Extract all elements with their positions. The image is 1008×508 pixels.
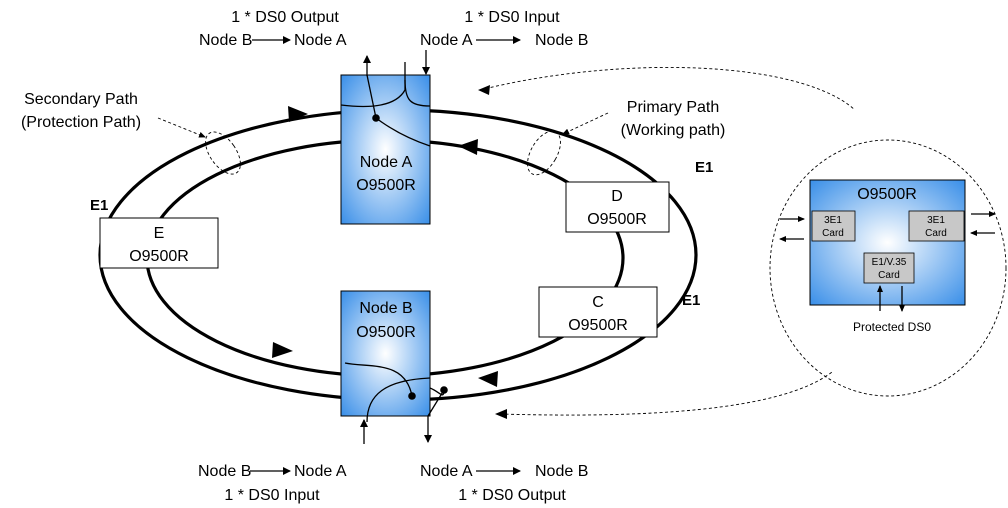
detail-card-bottom-line1: E1/V.35 [872, 257, 907, 268]
bottom-right-from: Node A [420, 463, 473, 480]
detail-callout-bottom-arrow [495, 409, 507, 419]
node-a: Node A O9500R [340, 74, 431, 225]
detail-card-right-line1: 3E1 [927, 215, 945, 226]
node-b: Node B O9500R [340, 290, 431, 417]
node-e-model: O9500R [129, 248, 189, 265]
node-b-name: Node B [359, 300, 412, 317]
primary-path-label: Primary Path (Working path) [562, 99, 726, 139]
node-d: D O9500R [565, 181, 670, 233]
detail-card-left-line1: 3E1 [824, 215, 842, 226]
top-left-from: Node B [199, 32, 252, 49]
node-b-junction-right [440, 386, 448, 394]
node-d-box [565, 181, 670, 233]
node-b-junction-left [408, 392, 416, 400]
node-a-junction [372, 114, 380, 122]
detail-circle [769, 139, 1007, 397]
node-e-name: E [154, 225, 165, 242]
bottom-right-label: Node A Node B 1 * DS0 Output [420, 463, 588, 504]
top-right-to: Node B [535, 32, 588, 49]
primary-path-pointer [562, 112, 609, 135]
detail-callout-bottom [499, 371, 833, 416]
node-e: E O9500R [99, 217, 219, 269]
detail-device [809, 179, 966, 306]
ring-arrow-lower-left [272, 342, 293, 358]
bottom-right-line2: 1 * DS0 Output [458, 487, 566, 504]
detail-view: O9500R 3E1 Card 3E1 Card E1/V.35 Card Pr… [478, 67, 1007, 419]
node-c-model: O9500R [568, 317, 628, 334]
top-right-from: Node A [420, 32, 473, 49]
secondary-path-line2: (Protection Path) [21, 114, 141, 131]
secondary-path-marker [205, 131, 241, 175]
top-right-line1: 1 * DS0 Input [464, 9, 560, 26]
node-c-box [538, 286, 658, 338]
detail-card-bottom-line2: Card [878, 270, 900, 281]
bottom-right-to: Node B [535, 463, 588, 480]
node-a-switching [340, 55, 431, 147]
node-d-model: O9500R [587, 211, 647, 228]
ring-arrow-lower-right [478, 371, 498, 387]
detail-callout-top-arrow [478, 85, 490, 95]
node-b-switching [344, 362, 448, 443]
top-left-to: Node A [294, 32, 347, 49]
primary-path-marker [527, 130, 561, 176]
detail-card-right [908, 210, 965, 242]
ring-arrow-upper-right [458, 139, 478, 155]
ring-arrow-upper-left [288, 106, 308, 122]
node-e-box [99, 217, 219, 269]
node-d-name: D [611, 188, 623, 205]
top-left-line1: 1 * DS0 Output [231, 9, 339, 26]
detail-card-left [811, 210, 856, 242]
bottom-left-label: Node B Node A 1 * DS0 Input [198, 463, 347, 504]
primary-path-line1: Primary Path [627, 99, 719, 116]
node-c: C O9500R [538, 286, 658, 338]
detail-card-left-line2: Card [822, 228, 844, 239]
node-c-name: C [592, 294, 604, 311]
secondary-path-pointer [157, 117, 206, 138]
detail-protected-label: Protected DS0 [853, 320, 931, 334]
e1-label-left: E1 [90, 197, 108, 214]
bottom-left-to: Node A [294, 463, 347, 480]
primary-path-line2: (Working path) [621, 122, 726, 139]
e1-label-right-bottom: E1 [682, 292, 700, 309]
secondary-path-label: Secondary Path (Protection Path) [21, 91, 206, 138]
detail-card-bottom [863, 252, 915, 284]
node-b-model: O9500R [356, 324, 416, 341]
detail-card-right-line2: Card [925, 228, 947, 239]
top-left-label: 1 * DS0 Output Node B Node A [199, 9, 347, 49]
bottom-left-line2: 1 * DS0 Input [224, 487, 320, 504]
bottom-left-from: Node B [198, 463, 251, 480]
detail-callout-top [479, 67, 856, 111]
node-a-model: O9500R [356, 177, 416, 194]
top-right-label: 1 * DS0 Input Node A Node B [420, 9, 588, 49]
secondary-path-line1: Secondary Path [24, 91, 138, 108]
node-a-name: Node A [360, 154, 413, 171]
ring-arrows [272, 106, 498, 387]
detail-title: O9500R [857, 186, 917, 203]
node-a-box [340, 74, 431, 225]
e1-label-right-top: E1 [695, 159, 713, 176]
